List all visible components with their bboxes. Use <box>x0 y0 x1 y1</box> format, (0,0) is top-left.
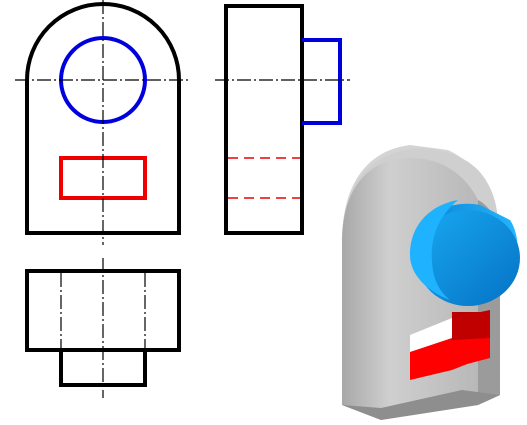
side-view <box>215 4 350 235</box>
iso-boss-highlight <box>410 200 458 300</box>
side-boss-outline <box>302 38 342 125</box>
isometric-view <box>342 145 520 420</box>
iso-body-bottom <box>342 390 500 420</box>
front-view <box>15 0 191 245</box>
top-view <box>25 258 181 398</box>
iso-boss-front <box>416 210 520 306</box>
iso-slot-right-wall <box>452 310 490 340</box>
side-body-outline <box>224 4 304 235</box>
front-outline <box>25 2 181 235</box>
iso-slot-red-floor <box>410 338 490 380</box>
